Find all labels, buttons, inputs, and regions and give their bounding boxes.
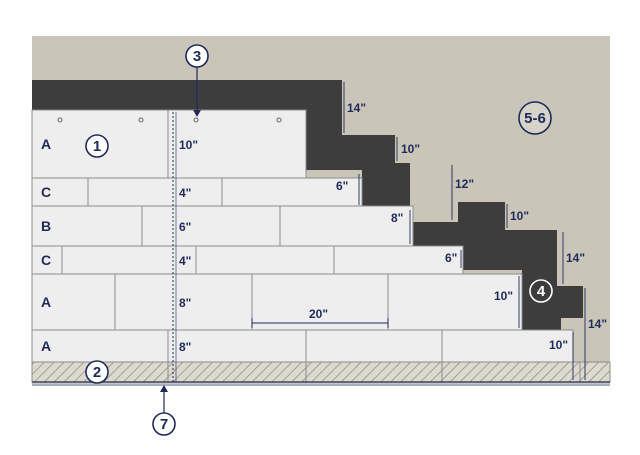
row-label: A [41, 338, 51, 354]
row-height-label: 4" [179, 254, 191, 268]
row-label: A [41, 294, 51, 310]
callout-1: 1 [93, 138, 101, 155]
stair-riser-label: 10" [510, 209, 529, 223]
row-height-label: 8" [179, 340, 191, 354]
row-height-label: 6" [179, 220, 191, 234]
stair-stringer [306, 110, 583, 330]
panel-row-6 [31, 329, 574, 363]
callout-4-circle [529, 279, 553, 303]
stair-top-slab [32, 80, 342, 135]
row-label: C [41, 184, 51, 200]
stair-step-label: 6" [445, 251, 457, 265]
callout-3-arrowhead [193, 110, 201, 117]
callout-5-6: 5-6 [524, 110, 546, 127]
callout-3: 3 [193, 48, 201, 65]
stair-step-label: 10" [494, 289, 513, 303]
row-height-label: 10" [179, 138, 198, 152]
row-label: B [41, 218, 51, 234]
panel-row-5 [31, 273, 523, 331]
stair-riser-label: 12" [455, 177, 474, 191]
nail-hole [138, 117, 144, 123]
stair-dimension-lines [343, 82, 586, 380]
callout-4: 4 [537, 283, 546, 300]
base-strip [31, 361, 611, 383]
row-height-label: 4" [179, 186, 191, 200]
panel-row-2 [31, 177, 363, 207]
row-label: A [41, 136, 51, 152]
nail-hole [276, 117, 282, 123]
stair-riser-label: 14" [347, 101, 366, 115]
callout-7-circle [152, 412, 176, 436]
stair-step-label: 8" [391, 211, 403, 225]
width-dimension-label: 20" [309, 307, 328, 321]
stair-riser-label: 14" [566, 251, 585, 265]
panel-row-1 [31, 109, 307, 179]
callout-7-arrowhead [160, 385, 168, 392]
callout-5-6-circle [518, 101, 552, 135]
stair-step-label: 10" [549, 338, 568, 352]
nail-hole [193, 117, 199, 123]
base-strip-seams [167, 362, 581, 382]
nail-holes [57, 117, 282, 123]
callout-2-circle [85, 360, 109, 384]
callout-7: 7 [160, 416, 168, 433]
stair-step-label: 6" [336, 179, 348, 193]
siding-panels [31, 109, 574, 363]
panel-row-3 [31, 205, 414, 247]
callout-1-circle [85, 134, 109, 158]
stair-riser-label: 14" [588, 317, 607, 331]
row-height-label: 8" [179, 296, 191, 310]
stair-riser-label: 10" [401, 142, 420, 156]
row-label: C [41, 252, 51, 268]
panel-row-4 [31, 245, 464, 275]
nail-hole [57, 117, 63, 123]
width-dimension [251, 318, 389, 328]
callout-2: 2 [93, 364, 101, 381]
